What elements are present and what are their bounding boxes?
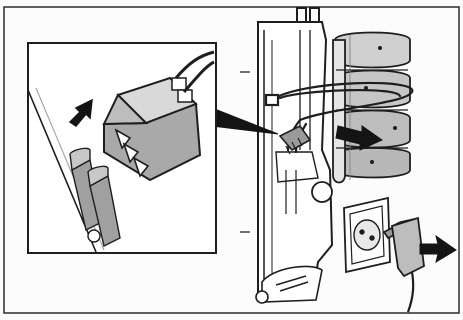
- device-back-housing: [240, 8, 332, 303]
- zoom-callout: [28, 43, 278, 253]
- battery-pack-icon: [333, 33, 410, 183]
- power-adapter-icon: [384, 218, 424, 312]
- adapter-removal-arrow-icon: [420, 236, 456, 262]
- wall-socket-icon: [344, 198, 390, 272]
